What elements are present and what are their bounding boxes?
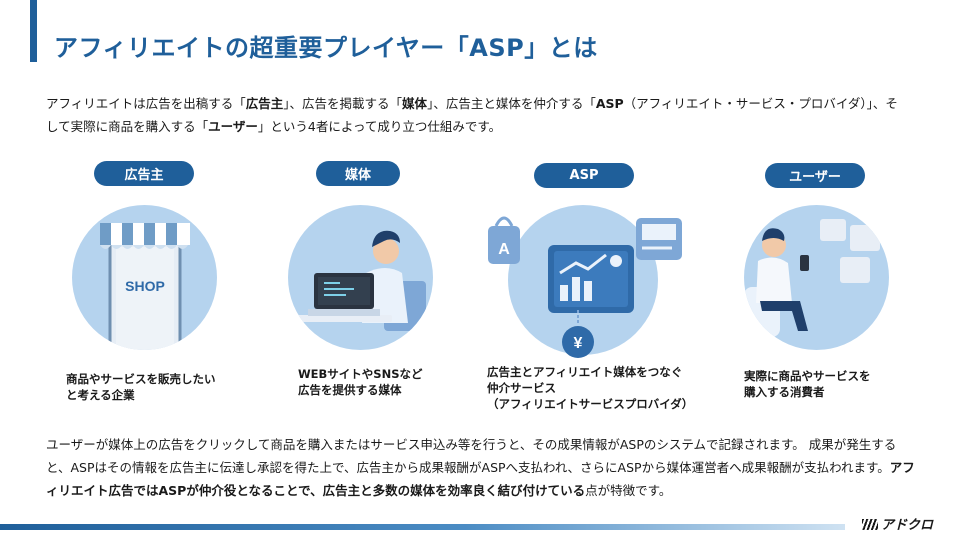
asp-desc-line-2: 仲介サービス [487,381,556,395]
player-desc-media: WEBサイトやSNSなど 広告を提供する媒体 [298,366,423,398]
shop-sign-text: SHOP [125,278,165,294]
player-desc-user: 実際に商品やサービスを 購入する消費者 [744,368,871,400]
yen-coin-icon [562,326,594,358]
shop-phone-icon: SHOP [72,205,217,350]
player-label-user: ユーザー [765,163,865,188]
advertiser-desc-line-2: と考える企業 [66,388,135,402]
person-laptop-illustration [296,230,426,331]
intro-paragraph: アフィリエイトは広告を出稿する「広告主」、広告を掲載する「媒体」、広告主と媒体を… [46,92,906,138]
ad-badge-text: A [498,241,510,258]
intro-bold-asp: ASP [595,96,624,111]
person-smartphone-illustration [744,219,880,337]
player-label-advertiser: 広告主 [94,161,194,186]
asp-desc-line-1: 広告主とアフィリエイト媒体をつなぐ [487,365,683,379]
advertiser-desc-line-1: 商品やサービスを販売したい [66,372,216,386]
footer-band [0,524,845,530]
brand-logo: アドクロ [862,514,933,533]
media-desc-line-1: WEBサイトやSNSなど [298,367,423,381]
asp-desc-line-3: （アフィリエイトサービスプロバイダ） [487,397,694,411]
player-label-asp: ASP [534,163,634,188]
player-desc-asp: 広告主とアフィリエイト媒体をつなぐ 仲介サービス （アフィリエイトサービスプロバ… [487,364,693,412]
page-title: アフィリエイトの超重要プレイヤー「ASP」とは [54,34,598,62]
player-desc-advertiser: 商品やサービスを販売したい と考える企業 [66,371,216,403]
user-desc-line-1: 実際に商品やサービスを [744,369,871,383]
intro-text-2: 」、広告を掲載する「 [283,96,403,111]
ad-badge-icon [488,226,520,264]
intro-bold-media: 媒体 [402,96,428,111]
intro-bold-advertiser: 広告主 [245,96,284,111]
user-desc-line-2: 購入する消費者 [744,385,825,399]
player-label-media: 媒体 [316,161,400,186]
shop-phone-illustration: SHOP [100,223,190,350]
intro-text-3: 」、広告主と媒体を仲介する「 [427,96,596,111]
explanation-text-1: ユーザーが媒体上の広告をクリックして商品を購入またはサービス申込み等を行うと、そ… [46,437,897,475]
logo-text: アドクロ [881,518,934,533]
logo-mark-icon [862,519,878,530]
explanation-paragraph: ユーザーが媒体上の広告をクリックして商品を購入またはサービス申込み等を行うと、そ… [46,433,916,502]
intro-text-4: （アフィリエイト・サービス・プロバイダ）」、そして実際に商品を購入する「 [46,96,898,134]
explanation-text-2: 点が特徴です。 [585,483,672,498]
intro-bold-user: ユーザー [208,119,258,134]
intro-text-5: 」という4者によって成り立つ仕組みです。 [257,119,502,134]
media-desc-line-2: 広告を提供する媒体 [298,383,402,397]
intro-text-1: アフィリエイトは広告を出稿する「 [46,96,246,111]
explanation-bold: アフィリエイト広告ではASPが仲介役となることで、広告主と多数の媒体を効率良く結… [46,460,915,498]
analytics-dashboard-illustration [548,245,634,313]
yen-coin-text: ¥ [574,335,583,352]
asp-decorations: A ¥ [488,216,682,358]
title-accent-bar [30,0,37,62]
person-smartphone-icon [744,205,889,350]
person-laptop-icon [288,205,433,350]
